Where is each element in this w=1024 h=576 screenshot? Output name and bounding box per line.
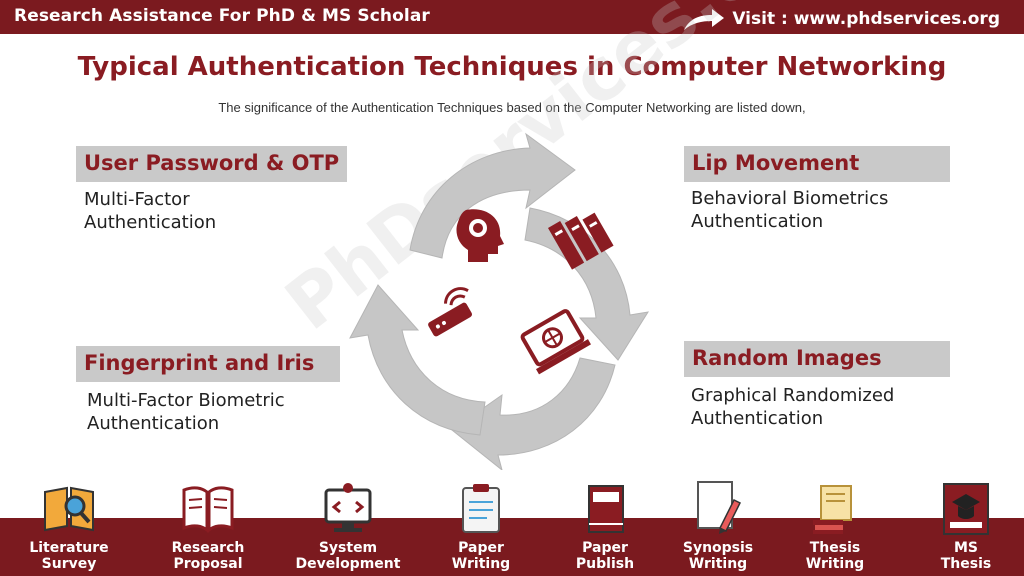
technique-desc-password-otp: Multi-Factor Authentication: [84, 189, 217, 233]
services-bar: [0, 518, 1024, 576]
technique-label-random-images: Random Images: [684, 341, 950, 377]
technique-label-fingerprint-iris: Fingerprint and Iris: [76, 346, 340, 382]
service-research-proposal[interactable]: Research Proposal: [148, 480, 268, 572]
monitor-code-icon: [324, 483, 372, 532]
service-ms-thesis[interactable]: MS Thesis: [906, 480, 1024, 572]
technique-label-password-otp: User Password & OTP: [76, 146, 348, 182]
graduate-icon: [943, 483, 989, 535]
service-thesis-writing[interactable]: Thesis Writing: [775, 480, 895, 572]
cycle-diagram: [349, 132, 650, 470]
page-subtitle: The significance of the Authentication T…: [218, 100, 806, 115]
technique-desc-fingerprint-iris: Multi-Factor Biometric Authentication: [87, 390, 285, 434]
brand-text: Research Assistance For PhD & MS Scholar: [14, 6, 430, 26]
laptop-globe-icon: [520, 309, 591, 375]
book-magnifier-icon: [44, 486, 94, 532]
service-label: Synopsis Writing: [682, 540, 754, 572]
service-label: System Development: [295, 540, 401, 572]
books-icon: [548, 212, 614, 270]
technique-desc-random-images: Graphical Randomized Authentication: [691, 385, 895, 429]
cycle-arrow-left: [349, 284, 486, 436]
cycle-arrow-bottom: [451, 357, 616, 470]
service-label: Paper Publish: [575, 540, 635, 572]
visit-link[interactable]: Visit : www.phdservices.org: [682, 6, 1000, 32]
scroll-icon: [813, 485, 852, 534]
visit-text: Visit : www.phdservices.org: [732, 9, 1000, 29]
service-label: Thesis Writing: [805, 540, 865, 572]
brain-head-icon: [456, 209, 504, 262]
service-label: MS Thesis: [940, 540, 992, 572]
service-paper-publish[interactable]: Paper Publish: [545, 480, 665, 572]
journal-icon: [588, 485, 624, 533]
technique-label-lip-movement: Lip Movement: [684, 146, 950, 182]
open-book-icon: [182, 486, 234, 534]
service-label: Research Proposal: [171, 540, 245, 572]
service-paper-writing[interactable]: Paper Writing: [421, 480, 541, 572]
service-label: Literature Survey: [29, 540, 109, 572]
clipboard-icon: [462, 484, 500, 533]
header-bar: Research Assistance For PhD & MS Scholar…: [0, 0, 1024, 34]
service-label: Paper Writing: [451, 540, 511, 572]
pen-paper-icon: [697, 481, 742, 534]
router-icon: [428, 287, 473, 337]
technique-desc-lip-movement: Behavioral Biometrics Authentication: [691, 188, 889, 232]
service-system-development[interactable]: System Development: [288, 480, 408, 572]
arrow-right-icon: [684, 9, 725, 30]
cycle-arrow-top: [409, 132, 576, 259]
service-literature-survey[interactable]: Literature Survey: [9, 480, 129, 572]
page-title: Typical Authentication Techniques in Com…: [77, 52, 947, 82]
service-synopsis-writing[interactable]: Synopsis Writing: [658, 480, 778, 572]
